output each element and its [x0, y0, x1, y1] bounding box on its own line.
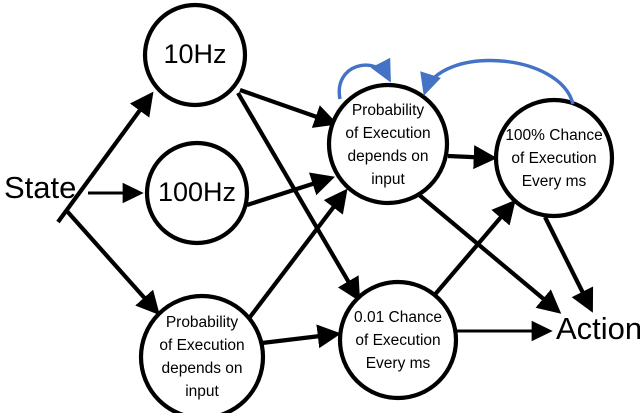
- node-chance-100-line-2: of Execution: [511, 150, 596, 167]
- node-10hz-circle: [142, 2, 248, 108]
- edge-state-to-10hz: [56, 91, 154, 224]
- node-chance-100[interactable]: 100% Chance of Execution Every ms: [493, 97, 615, 219]
- node-chance-001-line-1: 0.01 Chance: [354, 309, 442, 326]
- node-chance-001-line-3: Every ms: [366, 355, 431, 372]
- edge-chance-001-to-chance-100: [430, 199, 516, 300]
- node-prob-bottom-line-1: Probability: [166, 314, 239, 331]
- node-prob-top-circle: [326, 82, 450, 206]
- node-prob-bottom-line-4: input: [185, 383, 219, 400]
- edge-prob-bottom-to-prob-top: [248, 188, 348, 319]
- node-prob-top[interactable]: Probability of Execution depends on inpu…: [326, 82, 450, 206]
- edge-prob-top-self-loop: [337, 57, 391, 100]
- edge-state-to-prob-bottom: [64, 208, 160, 316]
- node-prob-top-line-2: of Execution: [345, 125, 430, 142]
- label-action: Action: [556, 311, 640, 346]
- node-prob-bottom-line-3: depends on: [161, 360, 242, 377]
- edge-10hz-to-prob-top: [239, 88, 338, 128]
- node-prob-top-line-4: input: [371, 171, 405, 188]
- node-prob-top-line-1: Probability: [352, 102, 425, 119]
- node-chance-001[interactable]: 0.01 Chance of Execution Every ms: [337, 279, 459, 401]
- edge-prob-top-to-action: [416, 192, 562, 314]
- node-100hz[interactable]: 100Hz: [144, 140, 250, 246]
- edge-prob-top-to-chance-100: [447, 145, 498, 170]
- node-prob-top-line-3: depends on: [347, 148, 428, 165]
- node-chance-100-line-1: 100% Chance: [505, 127, 602, 144]
- node-10hz[interactable]: 10Hz: [142, 2, 248, 108]
- node-10hz-label: 10Hz: [163, 39, 226, 69]
- node-prob-bottom-circle: [138, 293, 266, 413]
- node-100hz-label: 100Hz: [158, 177, 236, 207]
- edge-10hz-to-chance-001: [236, 91, 361, 302]
- node-chance-100-line-3: Every ms: [522, 173, 587, 190]
- node-chance-100-circle: [493, 97, 615, 219]
- node-prob-bottom-line-2: of Execution: [159, 337, 244, 354]
- node-prob-bottom[interactable]: Probability of Execution depends on inpu…: [138, 293, 266, 413]
- edge-chance-100-to-action: [543, 216, 594, 313]
- edge-prob-bottom-to-chance-001: [261, 324, 342, 349]
- node-chance-001-line-2: of Execution: [355, 332, 440, 349]
- edge-chance-100-to-prob-top: [420, 58, 575, 105]
- label-state: State: [4, 170, 76, 205]
- node-100hz-circle: [144, 140, 250, 246]
- node-chance-001-circle: [337, 279, 459, 401]
- edge-100hz-to-prob-top: [246, 172, 335, 207]
